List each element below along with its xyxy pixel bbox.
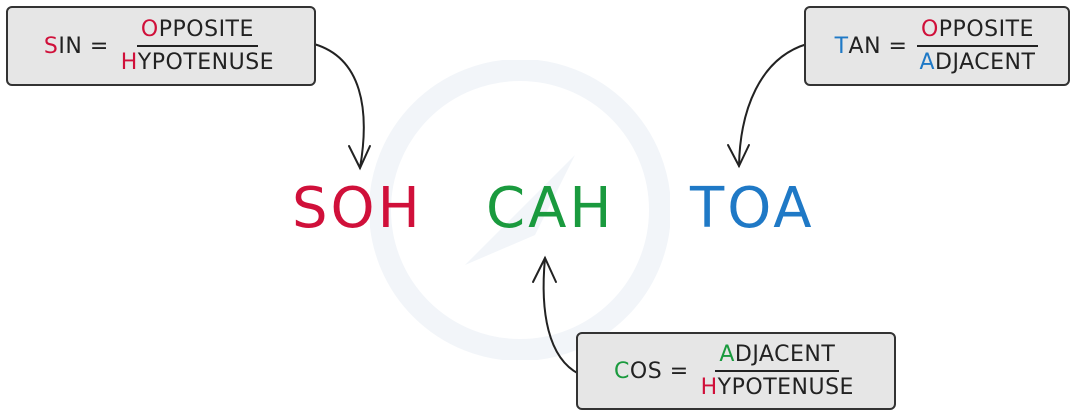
sin-arrow <box>313 43 365 169</box>
tan-denominator: ADJACENT <box>915 47 1039 75</box>
tan-arrow <box>738 43 808 167</box>
tan-numerator: OPPOSITE <box>916 17 1038 47</box>
sin-denominator-rest: YPOTENUSE <box>137 50 275 75</box>
sin-fraction: OPPOSITE HYPOTENUSE <box>117 17 278 75</box>
cos-fraction: ADJACENT HYPOTENUSE <box>697 342 858 400</box>
sin-arrowhead <box>348 145 371 171</box>
cos-denominator: HYPOTENUSE <box>697 372 858 400</box>
tan-numerator-initial: O <box>920 17 939 42</box>
cos-denominator-rest: YPOTENUSE <box>717 375 854 400</box>
tan-numerator-rest: PPOSITE <box>938 17 1034 42</box>
tan-denominator-rest: DJACENT <box>935 50 1036 75</box>
tan-fraction: OPPOSITE ADJACENT <box>915 17 1039 75</box>
watermark-logo <box>370 60 670 360</box>
cos-label-rest: OS <box>629 358 663 384</box>
tan-equals: = <box>888 33 908 59</box>
tan-initial: T <box>834 33 849 59</box>
sin-equals: = <box>89 33 109 59</box>
sin-numerator: OPPOSITE <box>136 17 258 47</box>
cos-initial: C <box>614 358 630 384</box>
cos-denominator-initial: H <box>700 375 718 400</box>
cos-arrowhead <box>532 255 557 283</box>
sin-denominator: HYPOTENUSE <box>117 47 278 75</box>
cos-numerator-rest: DJACENT <box>734 342 836 367</box>
mnemonic-soh: SOH <box>292 176 423 241</box>
sin-label-rest: IN <box>58 33 83 59</box>
mnemonic-toa: TOA <box>690 176 815 241</box>
tan-arrowhead <box>727 144 750 169</box>
cos-arrow <box>542 257 580 375</box>
cos-equals: = <box>669 358 689 384</box>
mnemonic-cah: CAH <box>486 176 615 241</box>
cos-numerator-initial: A <box>719 342 735 367</box>
cos-numerator: ADJACENT <box>715 342 840 372</box>
sin-initial: S <box>43 33 59 59</box>
sin-numerator-initial: O <box>140 17 159 42</box>
tan-label-rest: AN <box>848 33 882 59</box>
sin-denominator-initial: H <box>120 50 138 75</box>
tan-denominator-initial: A <box>919 50 936 75</box>
sin-numerator-rest: PPOSITE <box>158 17 254 42</box>
